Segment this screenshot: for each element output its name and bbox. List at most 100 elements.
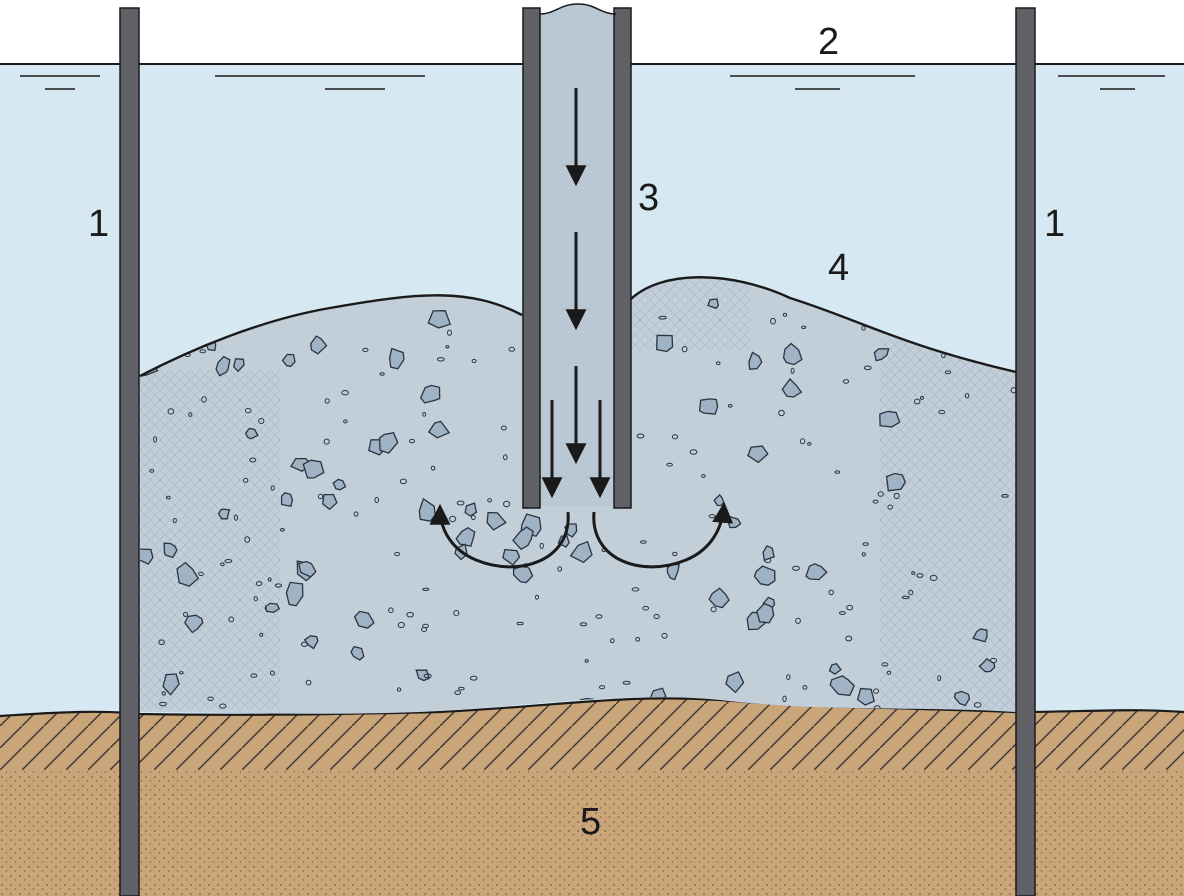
aggregate-stone [310,335,328,355]
aggregate-pebble [219,703,227,709]
aggregate-pebble [198,571,204,577]
aggregate-stone [140,548,154,565]
aggregate-pebble [458,686,465,691]
aggregate-pebble [845,635,853,642]
aggregate-stone [427,310,452,329]
aggregate-pebble [362,347,369,353]
soil-layer [0,697,1184,896]
aggregate-stone [829,675,855,697]
aggregate-pebble [828,589,834,596]
aggregate-pebble [445,345,450,349]
aggregate-stone [698,398,719,415]
aggregate-pebble [610,638,615,644]
aggregate-pebble [323,438,330,445]
aggregate-pebble [658,315,667,320]
aggregate-pebble [280,528,285,532]
aggregate-pebble [249,457,257,463]
aggregate-stone [781,378,803,398]
aggregate-pebble [409,438,415,444]
aggregate-pebble [799,438,806,445]
label-water-surface: 2 [818,21,839,63]
aggregate-pebble [453,610,460,617]
aggregate-pebble [1001,494,1009,498]
aggregate-pebble [846,604,854,611]
aggregate-pebble [937,675,942,682]
aggregate-pebble [422,587,430,591]
aggregate-pebble [778,409,785,417]
aggregate-pebble [642,605,650,611]
aggregate-pebble [397,621,405,629]
aggregate-stone [332,478,347,491]
aggregate-pebble [183,611,188,618]
tremie-pipe [522,3,632,509]
aggregate-pebble [908,589,914,596]
aggregate-pebble [671,434,679,440]
aggregate-pebble [887,504,894,510]
aggregate-pebble [584,659,589,663]
aggregate-pebble [396,687,402,692]
aggregate-stone [163,542,178,559]
aggregate-stone [184,614,204,634]
aggregate-pebble [159,701,167,707]
aggregate-stone [805,563,828,581]
aggregate-pebble [944,370,952,375]
aggregate-pebble [399,478,407,485]
aggregate-pebble [534,594,540,600]
aggregate-pebble [374,496,380,504]
aggregate-stone [756,602,775,624]
aggregate-pebble [539,542,544,550]
aggregate-pebble [199,349,207,354]
aggregate-pebble [161,691,166,696]
aggregate-stone [378,431,399,454]
aggregate-pebble [653,614,660,619]
aggregate-pebble [807,442,812,446]
aggregate-pebble [224,559,233,564]
aggregate-pebble [579,622,588,627]
aggregate-pebble [456,500,465,506]
aggregate-pebble [913,398,921,405]
aggregate-stone [707,298,720,310]
aggregate-pebble [253,596,258,602]
aggregate-pebble [916,573,924,578]
spread-arrow-left [429,503,570,569]
aggregate-pebble [274,583,283,588]
aggregate-stone [953,690,971,707]
aggregate-pebble [681,346,688,353]
aggregate-pebble [599,685,606,690]
label-tremie-pipe: 3 [638,177,659,219]
aggregate-pebble [795,617,801,624]
aggregate-stone [725,671,745,694]
aggregate-pebble [872,499,879,504]
aggregate-stone [748,351,763,370]
aggregate-stone [264,602,281,613]
aggregate-pebble [802,685,808,690]
aggregate-pebble [430,465,436,471]
aggregate-pebble [989,657,998,664]
aggregate-stone [512,564,534,584]
aggregate-stone [856,687,875,706]
aggregate-pebble [153,436,158,443]
aggregate-pebble [503,454,508,461]
sheet-pile-right [1015,7,1036,896]
aggregate-pebble [250,673,258,678]
aggregate-stone [215,355,231,377]
aggregate-stone [176,561,200,587]
aggregate-pebble [715,361,721,366]
aggregate-pebble [406,611,414,618]
aggregate-pebble [862,542,869,546]
aggregate-stone [972,628,988,643]
aggregate-pebble [839,611,846,615]
aggregate-pebble [792,565,800,571]
aggregate-pebble [255,581,263,587]
aggregate-pebble [188,412,193,417]
aggregate-pebble [201,396,207,403]
aggregate-pebble [557,566,563,572]
aggregate-stone [388,347,405,370]
aggregate-pebble [508,346,516,352]
aggregate-pebble [964,393,970,399]
spread-arrow-right [592,501,734,569]
aggregate-pebble [447,329,452,336]
aggregate-pebble [388,607,394,614]
aggregate-pebble [861,552,866,557]
